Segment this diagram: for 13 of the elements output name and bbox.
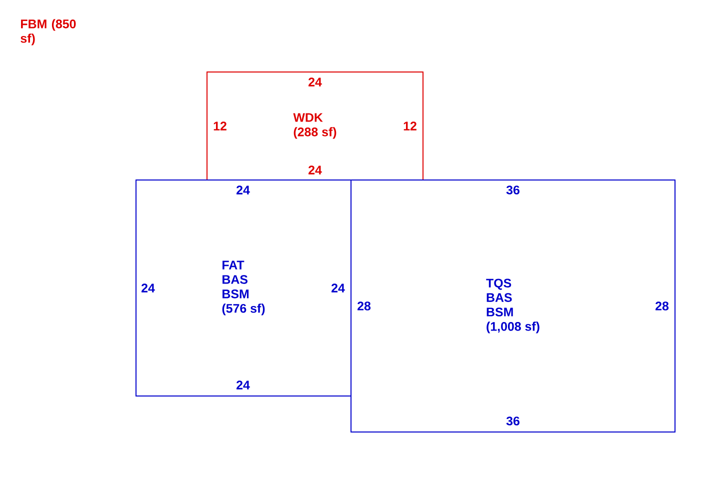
dimension-label: 24 <box>236 186 250 194</box>
dimension-label: 24 <box>332 284 345 292</box>
dimension-label: 36 <box>506 186 520 194</box>
dimension-label: 24 <box>142 284 155 292</box>
dimension-label: 12 <box>214 122 226 130</box>
dimension-label: 24 <box>308 78 322 86</box>
area-label: FBM (850 sf) <box>20 19 76 46</box>
dimension-label: 36 <box>506 416 520 426</box>
dimension-label: 28 <box>358 302 371 310</box>
dimension-label: 28 <box>656 302 669 310</box>
dimension-label: 24 <box>236 380 250 390</box>
dimension-label: 12 <box>404 122 416 130</box>
dimension-label: 24 <box>308 166 322 174</box>
